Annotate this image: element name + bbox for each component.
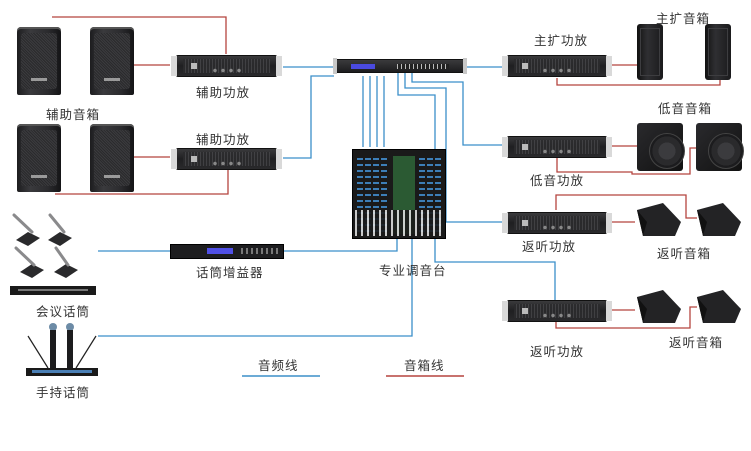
monitor-wedge-icon [695,202,741,238]
speaker-line-mon-amp-2-bottom [555,306,697,329]
monitor-wedge-icon [695,289,741,325]
mon-amp-1-label: 返听功放 [522,239,577,254]
mon-amp-2-icon [502,300,612,322]
audio-line-processor-mon-amp-1 [404,72,502,223]
aux-speakers-label: 辅助音箱 [46,107,101,122]
sub-speakers-label: 低音音箱 [658,101,713,116]
mon-speakers-1-label: 返听音箱 [657,246,712,261]
mon-speakers-2-label: 返听音箱 [669,335,724,350]
mon-amp-1-icon [502,212,612,234]
audio-line-hand-mic-mixer [98,238,413,337]
aux-speaker-icon [90,27,134,95]
legend-speaker-label: 音箱线 [404,358,445,373]
legend-audio-label: 音频线 [258,358,299,373]
mon-amp-2-label: 返听功放 [530,344,585,359]
subwoofer-icon [637,123,685,171]
aux-amp-1-label: 辅助功放 [196,85,251,100]
speaker-line-main-amp-bottom [556,78,721,86]
main-speaker-icon [637,24,663,80]
handheld-microphone-icon [26,322,98,378]
aux-speaker-icon [17,27,61,95]
audio-line-processor-sub-amp [411,72,502,146]
mic-gain-label: 话筒增益器 [196,265,264,280]
aux-speaker-icon [90,124,134,192]
subwoofer-icon [696,123,744,171]
mixing-console-icon [352,149,446,239]
audio-processor-icon [333,58,467,74]
aux-amp-1-icon [171,55,282,77]
main-amp-label: 主扩功放 [534,33,589,48]
audio-line-processor-aux-amp-2 [283,75,334,159]
sub-amp-icon [502,136,612,158]
mic-preamp-icon [170,244,284,259]
aux-amp-2-label: 辅助功放 [196,132,251,147]
mixer-label: 专业调音台 [379,263,447,278]
speaker-line-mon-amp-1-top [555,194,697,219]
conference-microphone-icon [8,210,98,298]
speaker-line-aux-amp-2-bottom [55,170,229,195]
hand-mic-label: 手持话筒 [36,385,91,400]
audio-line-gain-mixer [282,238,398,252]
speaker-line-aux-amp-1-top [52,16,227,54]
aux-amp-2-icon [171,148,282,170]
monitor-wedge-icon [635,202,681,238]
conf-mic-label: 会议话筒 [36,304,91,319]
main-speakers-label: 主扩音箱 [656,11,711,26]
speaker-line-sub-amp-bottom [556,147,697,175]
main-speaker-icon [705,24,731,80]
main-amp-icon [502,55,612,77]
monitor-wedge-icon [635,289,681,325]
aux-speaker-icon [17,124,61,192]
sub-amp-label: 低音功放 [530,173,585,188]
